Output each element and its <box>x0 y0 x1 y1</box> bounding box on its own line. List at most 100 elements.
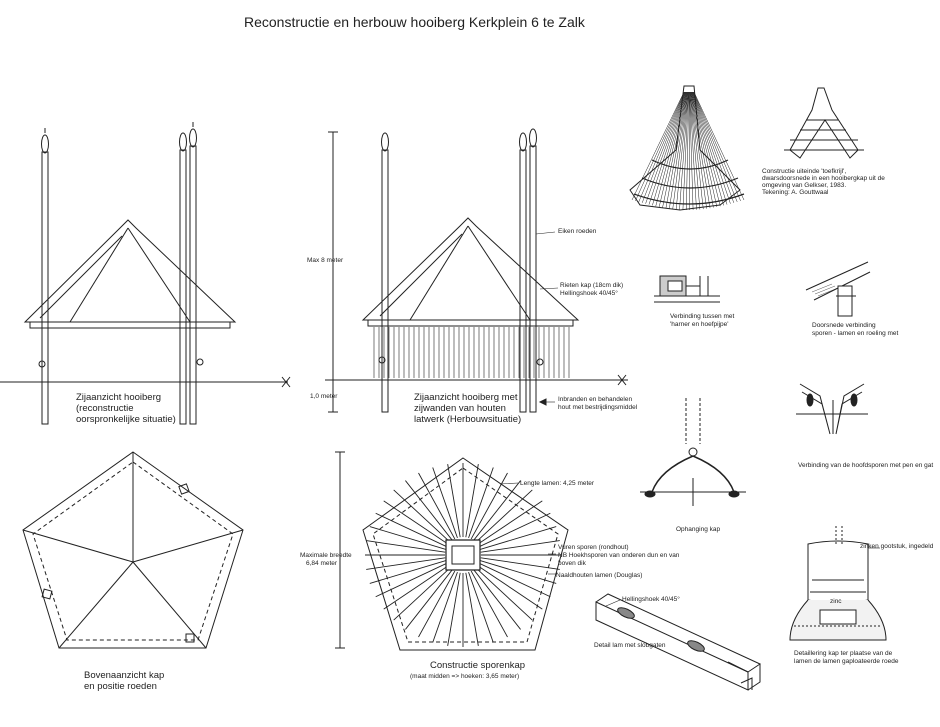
base-label-2: hout met bestrijdingsmiddel <box>558 404 638 411</box>
bolt-caption-1: Verbinding tussen met <box>670 313 735 320</box>
thatch-stroke <box>639 92 685 202</box>
laths-label: Naaldhouten lamen (Douglas) <box>556 572 643 579</box>
thatch-stroke <box>659 92 686 207</box>
pentagon-outer <box>23 452 243 648</box>
rafter <box>419 473 455 539</box>
rafter <box>479 513 550 547</box>
rafter <box>480 527 556 550</box>
rafter <box>448 464 461 537</box>
thatch-stroke <box>673 92 688 209</box>
side-view-original-caption-2: (reconstructie <box>76 403 134 414</box>
thatch-stroke <box>693 92 737 202</box>
top-detail-caption-3: omgeving van Gelkser, 1983. <box>762 182 847 189</box>
ridge-mid-label: zinc <box>830 598 842 605</box>
wall-laths <box>374 327 569 378</box>
pole-finial <box>530 129 537 147</box>
rafter <box>476 568 533 620</box>
pole <box>180 150 186 424</box>
thatch-stroke <box>692 92 723 205</box>
rafter <box>433 468 458 538</box>
side-view-rebuild-caption-1: Zijaanzicht hooiberg met <box>414 392 518 403</box>
suspension-detail <box>640 398 746 506</box>
rafter <box>370 561 446 584</box>
rafter <box>469 572 494 642</box>
thatch-stroke <box>652 92 685 205</box>
thatch-stroke <box>663 92 687 208</box>
side-view-rebuild-caption-3: latwerk (Herbouwsituatie) <box>414 414 522 425</box>
lath-length-label: Lengte lamen: 4,25 meter <box>520 480 595 487</box>
rafter <box>469 468 494 538</box>
pole <box>42 152 48 424</box>
rafter <box>471 571 507 637</box>
suspension-caption: Ophanging kap <box>676 526 721 533</box>
rafter <box>394 568 451 620</box>
peg-caption: Verbinding van de hoofdsporen met pen en… <box>798 462 934 469</box>
rafter <box>474 570 521 630</box>
thatch-stroke <box>690 92 697 210</box>
rafter <box>433 572 458 642</box>
thatch-stroke <box>632 92 684 200</box>
pentagon-dashed <box>33 462 233 640</box>
thatch-top-detail <box>630 86 744 210</box>
rafter <box>479 563 550 597</box>
ridge-detail <box>790 526 886 640</box>
thatch-stroke <box>686 92 689 210</box>
rafter <box>480 561 556 584</box>
thatch-stroke <box>669 92 687 209</box>
rafter <box>478 501 543 544</box>
height-label: Max 8 meter <box>307 257 344 264</box>
section-detail <box>806 262 870 316</box>
ridge-caption-1: Detaillering kap ter plaatse van de <box>794 650 893 657</box>
lath-detail <box>596 594 760 690</box>
sheet-title: Reconstructie en herbouw hooiberg Kerkpl… <box>244 14 585 30</box>
section-caption-2: sporen - lamen en roeling met <box>812 330 899 337</box>
rafter <box>370 527 446 550</box>
thatch-stroke <box>690 92 700 209</box>
roof-platform <box>368 320 573 326</box>
rafter <box>394 490 451 542</box>
top-view-caption-1: Bovenaanzicht kap <box>84 670 165 681</box>
pentagon-laths <box>363 458 568 650</box>
side-view-original-caption-3: oorspronkelijke situatie) <box>76 414 176 425</box>
thatch-stroke <box>692 92 717 207</box>
top-detail-caption-1: Constructie uiteinde 'toefkrijl', <box>762 168 847 175</box>
rafter-roof-construction <box>335 452 568 650</box>
rafter <box>448 573 461 646</box>
rafters-label-1: Vuren sporen (rondhout) <box>558 544 629 551</box>
rafter <box>376 513 447 547</box>
depth-label: 1,0 meter <box>310 393 338 400</box>
rafters <box>365 463 561 647</box>
thatch-stroke <box>666 92 687 208</box>
rafters-label-2: NB Hoekhsporen van onderen dun en van <box>558 552 680 559</box>
rafter <box>419 571 455 637</box>
triangle-joint-detail <box>784 88 864 158</box>
ridge-top-label: zinken gootstuk, ingedeld <box>860 543 934 550</box>
thatch-stroke <box>693 92 731 204</box>
thatch-stroke <box>642 92 685 203</box>
rafter <box>366 541 445 553</box>
side-view-original-caption-1: Zijaanzicht hooiberg <box>76 392 162 403</box>
pole-finial <box>190 129 197 147</box>
rafter <box>478 566 543 609</box>
ridge-caption-2: lamen de lamen gaploateerde roede <box>794 658 899 665</box>
rafters-label-3: boven dik <box>558 560 586 567</box>
lath-slope-label: Hellingshoek 40/45° <box>622 596 680 603</box>
thatch-stroke <box>694 92 741 201</box>
pole-finial <box>382 133 389 151</box>
bolt-caption-2: 'harner en hoefpijpe' <box>670 321 729 328</box>
pole <box>530 146 536 412</box>
oak-poles-label: Eiken roeden <box>558 228 597 235</box>
pole-finial <box>180 133 187 151</box>
thatch-stroke <box>694 92 744 200</box>
roof-side <box>25 220 235 322</box>
top-view-pentagon <box>23 452 243 648</box>
bolt-connection-detail <box>654 276 720 302</box>
rafter <box>405 570 452 630</box>
thatch-stroke <box>683 92 689 210</box>
roof-label-2: Hellingshoek 40/45° <box>560 290 618 297</box>
roof-label-1: Rieten kap (18cm dik) <box>560 282 624 289</box>
section-caption-1: Doorsnede verbinding <box>812 322 876 329</box>
thatch-stroke <box>646 92 686 204</box>
top-view-caption-2: en positie roeden <box>84 681 157 692</box>
